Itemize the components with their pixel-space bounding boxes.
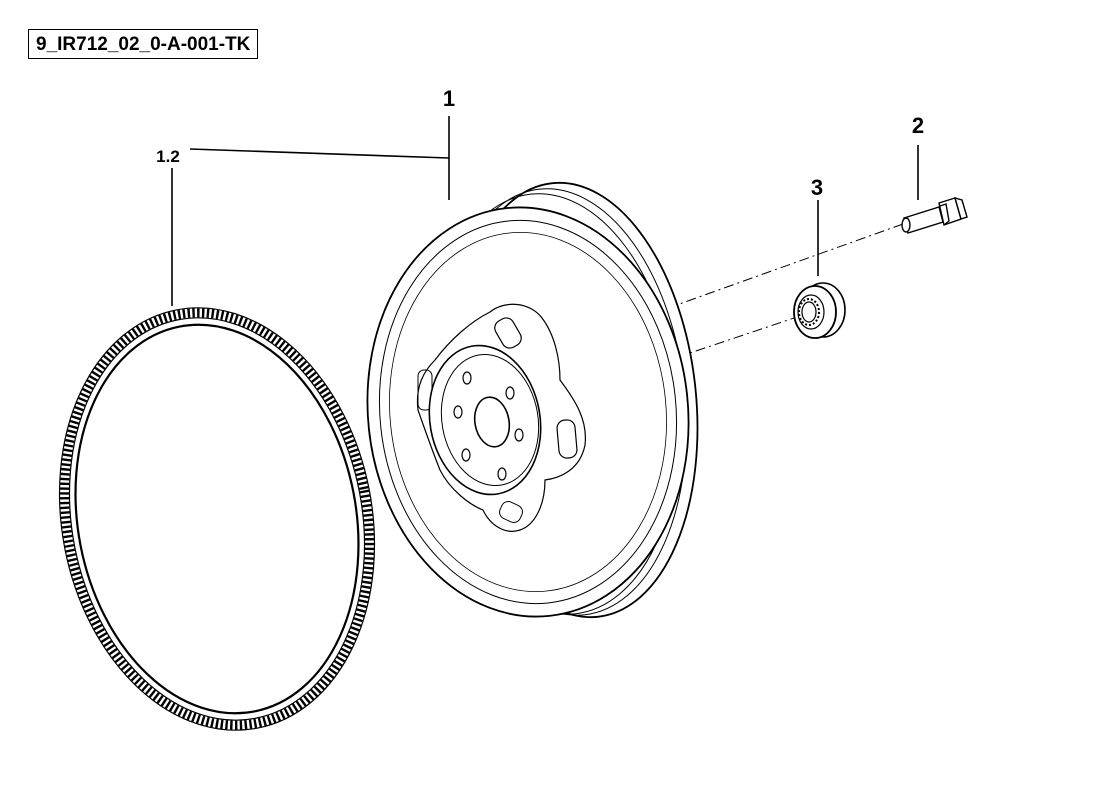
assembly-axes bbox=[656, 223, 904, 359]
drawing-reference-code: 9_IR712_02_0-A-001-TK bbox=[28, 29, 259, 59]
callout-1-2: 1.2 bbox=[156, 147, 180, 166]
callout-2: 2 bbox=[911, 113, 925, 138]
bearing-axis-line bbox=[674, 315, 801, 359]
flywheel-bolt bbox=[901, 196, 968, 234]
leader-line-1-2 bbox=[189, 148, 450, 159]
flywheel bbox=[366, 181, 699, 619]
leader-lines bbox=[171, 116, 919, 306]
ring-gear bbox=[58, 307, 376, 731]
callout-3: 3 bbox=[810, 175, 824, 200]
pilot-bearing bbox=[793, 282, 846, 339]
drive-plate bbox=[416, 303, 587, 532]
bolt-axis-line bbox=[656, 223, 904, 313]
callout-1: 1 bbox=[442, 86, 456, 111]
